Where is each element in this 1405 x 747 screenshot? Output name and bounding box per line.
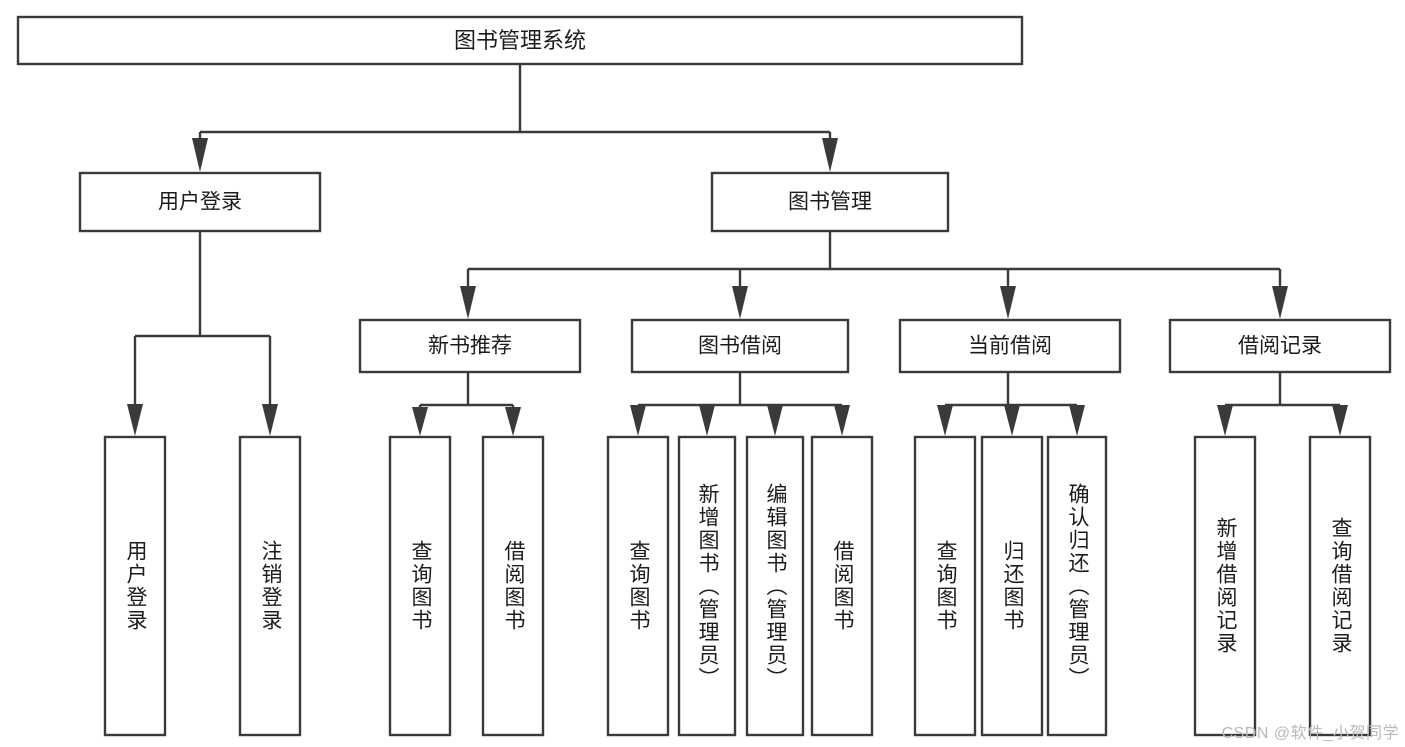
arrow-to-user-login xyxy=(192,138,208,172)
leaf-box-user-login[interactable] xyxy=(103,435,167,737)
arrow-to-new-book xyxy=(460,286,476,319)
arrow-to-borrow xyxy=(732,286,748,319)
arrow-leaf-add-book xyxy=(699,405,715,436)
node-new-book-label: 新书推荐 xyxy=(428,335,512,358)
leaf-box-layer xyxy=(103,435,1372,737)
node-user-login-box[interactable] xyxy=(78,171,322,233)
node-book-borrow-label: 图书借阅 xyxy=(698,335,782,358)
node-new-book-box[interactable] xyxy=(358,318,582,374)
arrow-leaf-query-book-b xyxy=(630,405,646,436)
leaf-box-logout[interactable] xyxy=(238,435,302,737)
node-level3-current-borrow[interactable]: 当前借阅 xyxy=(898,318,1122,374)
node-book-manage-label: 图书管理 xyxy=(788,191,872,214)
leaf-box-borrow-book-a[interactable] xyxy=(481,435,545,737)
arrow-leaf-query-book-c xyxy=(937,405,953,436)
leaf-box-confirm-return[interactable] xyxy=(1046,435,1108,737)
arrow-to-records xyxy=(1272,286,1288,319)
arrow-leaf-logout xyxy=(262,404,278,436)
connector-layer xyxy=(127,64,1348,436)
watermark-text: CSDN @软件_小贺同学 xyxy=(1221,725,1399,742)
node-root-label: 图书管理系统 xyxy=(454,28,586,53)
arrow-to-current xyxy=(1000,286,1016,319)
arrow-leaf-query-record xyxy=(1332,405,1348,436)
node-user-login-label: 用户登录 xyxy=(158,191,242,214)
arrow-leaf-edit-book xyxy=(767,405,783,436)
node-level2-book-manage[interactable]: 图书管理 xyxy=(710,171,950,233)
leaf-box-add-book[interactable] xyxy=(677,435,737,737)
leaf-box-query-book-c[interactable] xyxy=(913,435,977,737)
arrow-leaf-query-book-a xyxy=(412,407,428,436)
leaf-box-edit-book[interactable] xyxy=(745,435,805,737)
node-level2-user-login[interactable]: 用户登录 xyxy=(78,171,322,233)
arrow-to-book-manage xyxy=(822,138,838,172)
arrow-leaf-borrow-book-b xyxy=(834,405,850,436)
node-current-borrow-label: 当前借阅 xyxy=(968,335,1052,358)
node-level3-book-borrow[interactable]: 图书借阅 xyxy=(630,318,850,374)
node-book-manage-box[interactable] xyxy=(710,171,950,233)
leaf-box-return-book[interactable] xyxy=(980,435,1044,737)
node-borrow-records-box[interactable] xyxy=(1168,318,1392,374)
node-level3-new-book[interactable]: 新书推荐 xyxy=(358,318,582,374)
node-current-borrow-box[interactable] xyxy=(898,318,1122,374)
node-root[interactable]: 图书管理系统 xyxy=(16,15,1024,66)
arrow-leaf-borrow-book-a xyxy=(505,407,521,436)
node-root-box[interactable] xyxy=(16,15,1024,66)
leaf-box-borrow-book-b[interactable] xyxy=(810,435,874,737)
leaf-box-query-book-b[interactable] xyxy=(606,435,670,737)
leaf-box-query-book-a[interactable] xyxy=(388,435,452,737)
node-book-borrow-box[interactable] xyxy=(630,318,850,374)
arrow-leaf-add-record xyxy=(1217,405,1233,436)
arrow-leaf-confirm-return xyxy=(1069,405,1085,436)
node-borrow-records-label: 借阅记录 xyxy=(1238,335,1322,358)
node-level3-borrow-records[interactable]: 借阅记录 xyxy=(1168,318,1392,374)
leaf-box-add-record[interactable] xyxy=(1193,435,1257,737)
leaf-box-query-record[interactable] xyxy=(1308,435,1372,737)
arrow-leaf-user-login xyxy=(127,404,143,436)
arrow-leaf-return-book xyxy=(1004,405,1020,436)
